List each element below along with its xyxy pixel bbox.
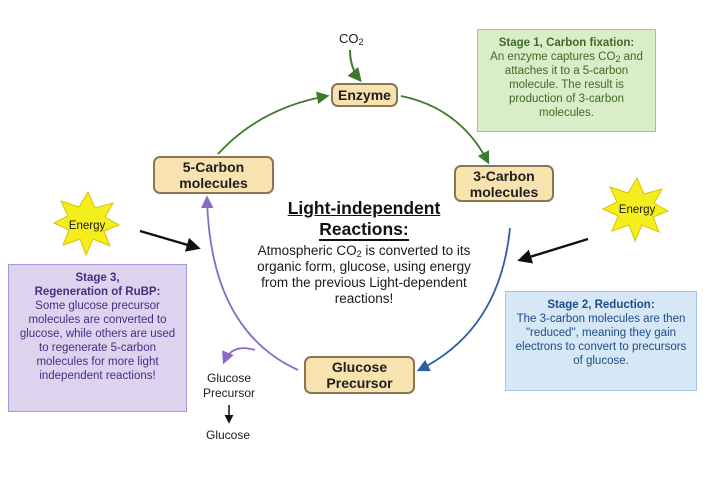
energy-star-right-icon: Energy	[601, 176, 670, 243]
stage1-body-a: An enzyme captures CO	[490, 51, 616, 63]
five-carbon-node: 5-Carbon molecules	[153, 156, 274, 194]
glucose-precursor-output: Glucose Precursor	[194, 371, 264, 401]
glucose-precursor-label-line1: Glucose	[331, 359, 388, 375]
three-carbon-label-line2: molecules	[469, 183, 539, 200]
center-body-b: is converted to its organic form, glucos…	[257, 243, 471, 306]
center-title-line1: Light-independent	[287, 198, 441, 218]
arrow-branch-to-glucose-precursor-output	[222, 347, 256, 365]
center-description: Atmospheric CO2 is converted to its orga…	[244, 243, 484, 307]
energy-right-arrow	[517, 237, 589, 264]
glucose-precursor-output-line2: Precursor	[202, 386, 255, 400]
three-carbon-node: 3-Carbon molecules	[454, 165, 554, 202]
glucose-output-label: Glucose	[205, 428, 251, 442]
co2-subscript: 2	[358, 37, 364, 47]
co2-input-label: CO2	[339, 31, 364, 47]
enzyme-label: Enzyme	[338, 87, 391, 103]
five-carbon-label-line2: molecules	[179, 175, 248, 191]
stage3-title-line1: Stage 3,	[75, 272, 120, 284]
arrow-glucose-precursor-to-5carbon	[200, 195, 299, 371]
energy-left-label: Energy	[69, 220, 106, 232]
co2-text: CO	[339, 31, 359, 46]
stage1-body-b: and attaches it to a 5-carbon molecule. …	[504, 51, 643, 119]
center-title: Light-independent Reactions:	[270, 198, 458, 241]
stage2-body: The 3-carbon molecules are then "reduced…	[515, 313, 687, 367]
stage1-box: Stage 1, Carbon fixation: An enzyme capt…	[477, 29, 656, 132]
arrow-enzyme-to-3carbon	[400, 95, 490, 165]
glucose-precursor-label-line2: Precursor	[326, 375, 393, 391]
energy-star-left-icon: Energy	[52, 190, 121, 257]
co2-input-arrow	[347, 49, 362, 83]
five-carbon-label-line1: 5-Carbon	[182, 159, 245, 175]
stage3-box: Stage 3, Regeneration of RuBP: Some gluc…	[8, 264, 187, 412]
stage1-body-sub: 2	[615, 54, 621, 64]
glucose-output: Glucose	[196, 428, 260, 443]
stage3-body: Some glucose precursor molecules are con…	[19, 300, 176, 382]
glucose-precursor-output-line1: Glucose	[206, 371, 252, 385]
arrow-5carbon-to-enzyme	[217, 91, 330, 155]
stage1-title: Stage 1, Carbon fixation:	[498, 37, 635, 49]
stage2-box: Stage 2, Reduction: The 3-carbon molecul…	[505, 291, 697, 391]
enzyme-node: Enzyme	[331, 83, 398, 107]
center-body-a: Atmospheric CO	[257, 243, 357, 258]
stage3-title-line2: Regeneration of RuBP:	[34, 286, 161, 298]
center-title-line2: Reactions:	[319, 219, 409, 241]
stage1-body: An enzyme captures CO2 and attaches it t…	[486, 50, 647, 120]
glucose-precursor-node: Glucose Precursor	[304, 356, 415, 394]
energy-right-label: Energy	[619, 204, 656, 216]
three-carbon-label-line1: 3-Carbon	[473, 167, 535, 184]
stage2-title: Stage 2, Reduction:	[547, 299, 655, 311]
arrow-3carbon-to-glucose-precursor	[416, 227, 511, 372]
center-body-sub: 2	[356, 249, 362, 259]
energy-left-arrow	[139, 229, 201, 252]
